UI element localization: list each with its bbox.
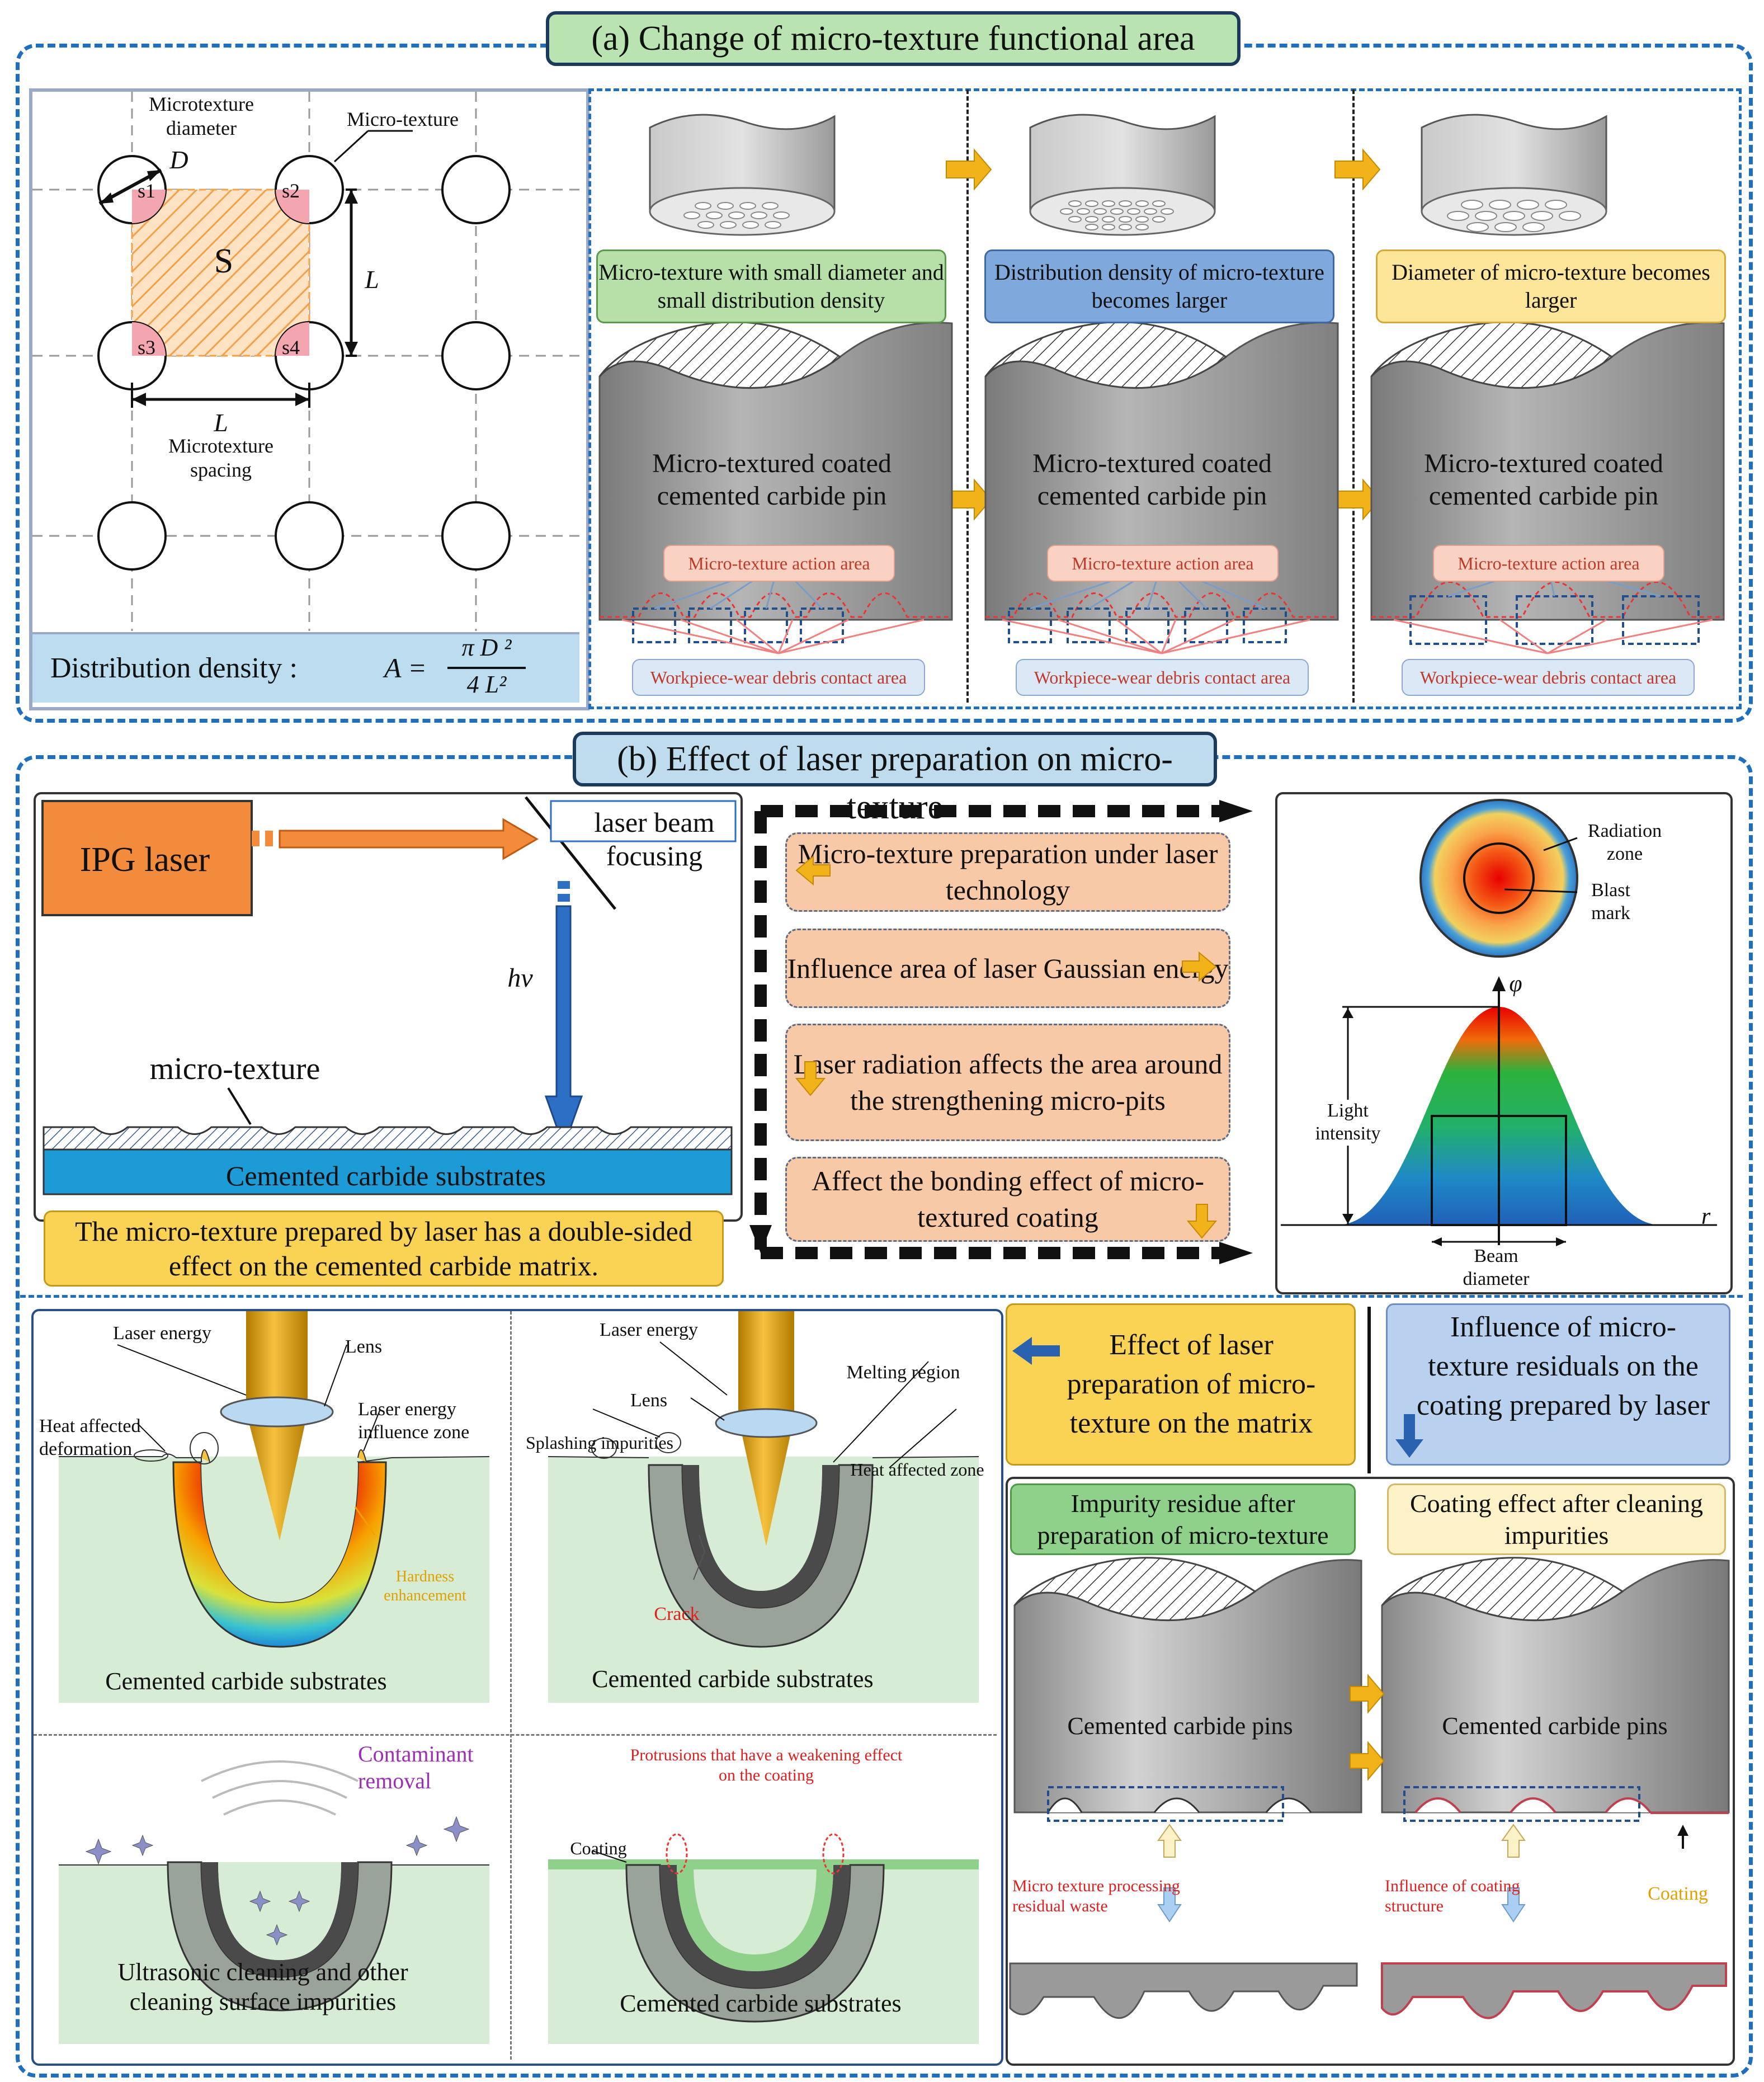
stage-1-action-area: Micro-texture action area [663,545,895,582]
flow-step-4: Affect the bonding effect of micro-textu… [785,1157,1230,1242]
flow-arrows [795,855,1218,1239]
residue-left-pin: Cemented carbide pins [1067,1712,1293,1740]
stage-2-contact-area: Workpiece-wear debris contact area [1016,659,1309,696]
residual-waste-label: Micro texture processing residual waste [1012,1877,1180,1915]
stage-2-caption: Distribution density of micro-texture be… [984,249,1334,323]
s-label: S [214,242,234,280]
p1-laser-energy: Laser energy [113,1323,211,1344]
matrix-divider-v [510,1311,512,2060]
phi-label: φ [1509,971,1522,997]
matrix-drawings [59,1311,979,2044]
laser-focusing-label: laser beam focusing [594,807,715,872]
s1-label: s1 [137,180,155,202]
laser-beam-drawing [252,796,737,1150]
l-horizontal-symbol: L [214,408,228,437]
stage-3-action-area: Micro-texture action area [1433,545,1664,582]
p2-caption: Cemented carbide substrates [592,1665,874,1693]
p1-caption: Cemented carbide substrates [105,1668,387,1695]
beam-diameter-label: Beam diameter [1454,1245,1538,1291]
stage-1-contact-area: Workpiece-wear debris contact area [632,659,925,696]
p1-hardness: Hardness enhancement [384,1568,466,1604]
effect-influence-divider [1367,1307,1371,1473]
gaussian-drawing [1281,799,1717,1270]
influence-residual-label: Influence of micro-texture residuals on … [1416,1311,1710,1422]
influence-coating-label: Influence of coating structure [1385,1877,1520,1915]
stage-3-caption: Diameter of micro-texture becomes larger [1376,249,1726,323]
stage-2-action-area: Micro-texture action area [1047,545,1279,582]
d-symbol: D [169,145,188,174]
flow-step-2: Influence area of laser Gaussian energy [785,929,1230,1008]
residue-left-title: Impurity residue after preparation of mi… [1010,1483,1356,1555]
stage-2-pin-label: Micro-textured coated cemented carbide p… [1032,449,1272,511]
p2-crack: Crack [654,1604,700,1624]
section-a-title: (a) Change of micro-texture functional a… [546,11,1241,66]
p2-splashing: Splashing impurities [526,1433,673,1453]
density-numerator: π D ² [461,634,512,661]
blast-mark-label: Blast mark [1591,880,1630,924]
r-label: r [1701,1204,1711,1230]
stage-3-pin-label: Micro-textured coated cemented carbide p… [1424,449,1663,511]
section-b-split-line [20,1295,1743,1298]
double-sided-note: The micro-texture prepared by laser has … [44,1210,724,1287]
p4-coating: Coating [570,1838,627,1858]
influence-residual-box [1386,1303,1730,1466]
p4-protrusions: Protrusions that have a weakening effect… [630,1746,903,1784]
p2-melting: Melting region [846,1362,960,1383]
density-denominator: 4 L² [466,671,507,698]
density-lhs: A = [384,652,427,684]
s2-label: s2 [281,180,300,202]
ipg-laser-label: IPG laser [79,841,210,879]
laser-substrate [43,1087,733,1195]
matrix-divider-h [34,1734,997,1736]
microtexture-diameter-label: Microtexture diameter [149,93,254,140]
stage-1-caption: Micro-texture with small diameter and sm… [596,249,946,323]
p2-laser-energy: Laser energy [600,1320,698,1340]
stages-panel [588,88,1742,709]
s4-label: s4 [281,336,300,359]
microtexture-spacing-label: Microtexture spacing [168,435,273,482]
p1-influence-zone: Laser energy influence zone [358,1399,470,1443]
grid-diagram [32,92,579,631]
stage-divider-1 [966,90,969,703]
micro-texture-label: micro-texture [149,1052,320,1086]
s3-label: s3 [137,336,155,359]
flow-step-3: Laser radiation affects the area around … [785,1024,1230,1141]
effect-matrix-box [1006,1303,1356,1466]
laser-substrate-label: Cemented carbide substrates [225,1160,546,1191]
p2-lens: Lens [630,1390,668,1411]
stage-drawings [598,114,1725,654]
light-intensity-label: Light intensity [1303,1100,1393,1146]
p1-heat-affected: Heat affected deformation [39,1416,141,1459]
p3-caption: Ultrasonic cleaning and other cleaning s… [117,1958,408,2015]
stage-3-contact-area: Workpiece-wear debris contact area [1402,659,1695,696]
flow-step-1: Micro-texture preparation under laser te… [785,832,1230,912]
residue-right-title: Coating effect after cleaning impurities [1387,1483,1726,1555]
influence-residual-arrow [1395,1414,1423,1458]
section-b-title: (b) Effect of laser preparation on micro… [573,732,1217,826]
coating-label: Coating [1648,1883,1708,1904]
p1-lens: Lens [345,1336,383,1357]
p2-heat-zone: Heat affected zone [850,1459,984,1480]
stage-divider-2 [1352,90,1355,703]
residue-right-pin: Cemented carbide pins [1442,1712,1668,1740]
microtexture-label: Micro-texture [347,108,459,130]
density-prefix: Distribution density : [50,652,298,684]
effect-matrix-label: Effect of laser preparation of micro-tex… [1067,1329,1316,1440]
flow-frame [749,800,1253,1264]
p3-contaminant: Contaminant removal [358,1741,474,1793]
radiation-zone-label: Radiation zone [1587,821,1662,864]
residue-pins [1009,1557,1730,2053]
ipg-laser-box [41,800,253,916]
effect-matrix-arrow [1012,1337,1060,1365]
p4-caption: Cemented carbide substrates [620,1990,902,2017]
fraction-bar [447,667,526,669]
stage-1-pin-label: Micro-textured coated cemented carbide p… [652,449,892,511]
hv-label: hv [507,963,533,993]
l-vertical-symbol: L [365,265,379,294]
